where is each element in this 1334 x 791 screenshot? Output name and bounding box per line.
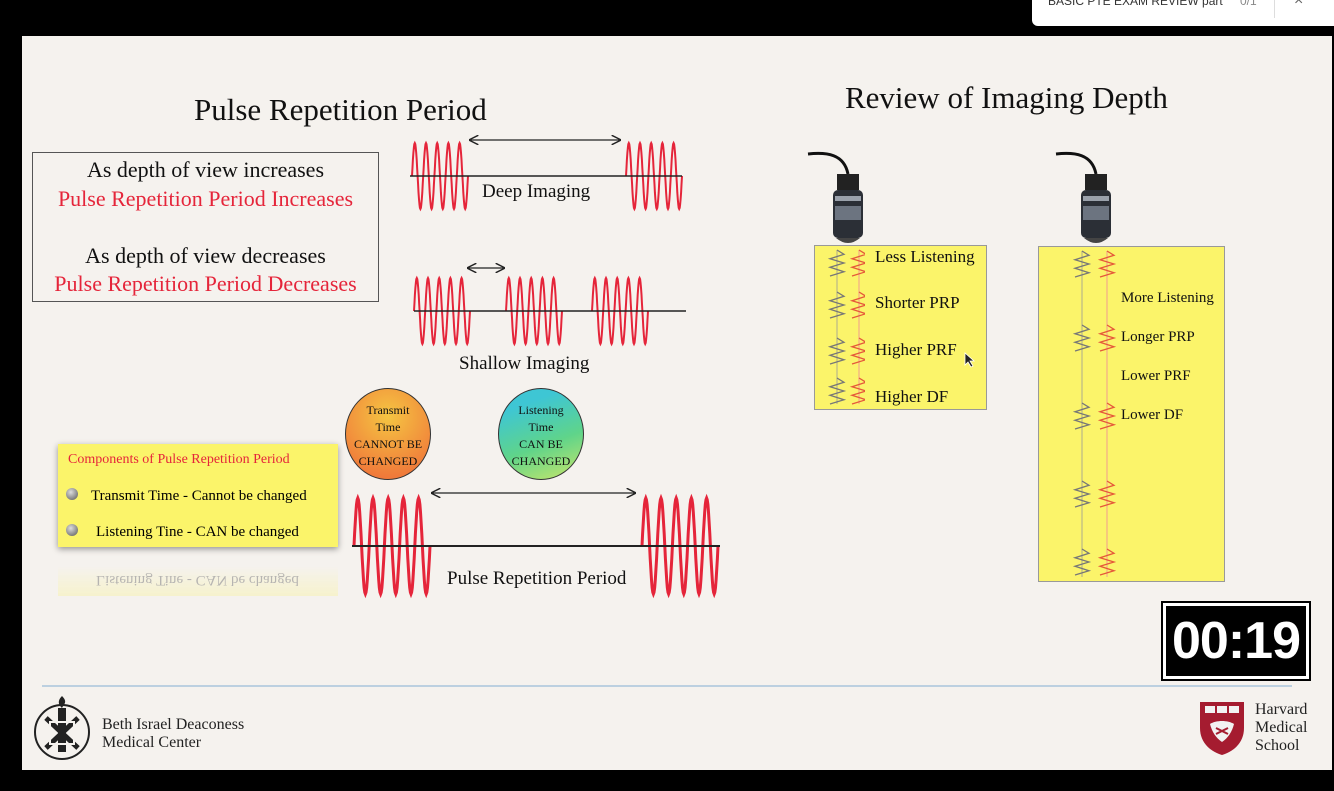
box-line-3: As depth of view decreases [85,243,326,268]
prp-label: Pulse Repetition Period [447,568,627,589]
harvard-line-1: Harvard [1255,701,1308,718]
deep-item-2: Longer PRP [1121,329,1195,345]
depth-rule-box: As depth of view increases Pulse Repetit… [32,152,379,302]
listening-time-circle: Listening Time CAN BE CHANGED [498,388,584,480]
spring-red [1097,480,1117,508]
shallow-item-4: Higher DF [875,387,949,406]
bullet-icon [66,488,78,500]
box-line-1: As depth of view increases [86,157,325,182]
spring-gray [827,249,847,277]
spring-gray [1072,402,1092,430]
deep-item-1: More Listening [1121,290,1214,306]
transducer-diagrams [807,151,1111,243]
spring-red [849,377,865,405]
transmit-line-1: Transmit [366,403,410,417]
spring-red [849,249,865,277]
spring-red [1097,324,1117,352]
harvard-line-2: Medical [1255,719,1308,736]
shallow-item-3: Higher PRF [875,340,957,359]
deep-item-4: Lower DF [1121,407,1184,423]
tab-title: BASIC PTE EXAM REVIEW part [1048,0,1223,8]
harvard-shield-icon [1200,702,1244,755]
spring-column-right [1072,250,1117,577]
tab-counter: 0/1 [1240,0,1257,8]
video-tab-chip[interactable]: BASIC PTE EXAM REVIEW part 0/1 × [1032,0,1334,26]
spring-gray [1072,548,1092,576]
deep-imaging-label: Deep Imaging [482,181,591,202]
box-line-2: Pulse Repetition Period Increases [57,186,354,211]
components-title: Components of Pulse Repetition Period [68,452,290,467]
listening-line-1: Listening [518,403,564,417]
harvard-line-3: School [1255,737,1300,754]
transmit-time-circle: Transmit Time CANNOT BE CHANGED [345,388,431,480]
bottom-bar [0,770,1334,791]
slide: Pulse Repetition Period Review of Imagin… [22,36,1332,770]
left-title: Pulse Repetition Period [194,92,487,127]
spring-red [1097,548,1117,576]
spring-gray [827,291,847,319]
transmit-line-4: CHANGED [358,454,418,468]
spring-gray [827,337,847,365]
tab-separator [1274,0,1275,18]
waveform-diagrams [352,36,720,599]
spring-column-left [827,249,865,405]
components-item-1: Transmit Time - Cannot be changed [91,488,307,504]
spring-red [849,337,865,365]
shallow-item-2: Shorter PRP [875,293,960,312]
top-bar: BASIC PTE EXAM REVIEW part 0/1 × [0,0,1334,36]
close-icon[interactable]: × [1294,0,1304,9]
transmit-line-2: Time [375,420,401,434]
mouse-cursor-icon [964,352,976,368]
deep-depth-box: More Listening Longer PRP Lower PRF Lowe… [1038,246,1225,582]
footer-rule [42,685,1292,687]
spring-red [849,291,865,319]
components-item-2: Listening Tine - CAN be changed [96,524,299,540]
bidmc-name: Beth Israel Deaconess Medical Center [102,716,244,752]
listening-line-2: Time [528,420,554,434]
bidmc-line-1: Beth Israel Deaconess [102,716,245,733]
spring-gray [827,377,847,405]
transducer-icon-right [1055,151,1111,243]
bullet-icon [66,524,78,536]
shallow-depth-box: Less Listening Shorter PRP Higher PRF Hi… [814,245,987,410]
spring-gray [1072,480,1092,508]
spring-red [1097,402,1117,430]
countdown-timer: 00:19 [1161,601,1311,681]
spring-red [1097,250,1117,278]
listening-line-3: CAN BE [519,437,563,451]
spring-gray [1072,250,1092,278]
shallow-imaging-label: Shallow Imaging [459,353,590,374]
right-title: Review of Imaging Depth [845,80,1168,115]
bidmc-logo-icon [34,696,90,760]
components-box: Components of Pulse Repetition Period Tr… [58,444,338,547]
shallow-item-1: Less Listening [875,247,975,266]
harvard-name: Harvard Medical School [1255,701,1307,755]
listening-line-4: CHANGED [511,454,571,468]
box-line-4: Pulse Repetition Period Decreases [54,271,357,296]
transmit-line-3: CANNOT BE [353,437,423,451]
deep-item-3: Lower PRF [1121,368,1191,384]
transducer-icon-left [807,151,863,243]
bidmc-line-2: Medical Center [102,734,202,751]
spring-gray [1072,324,1092,352]
